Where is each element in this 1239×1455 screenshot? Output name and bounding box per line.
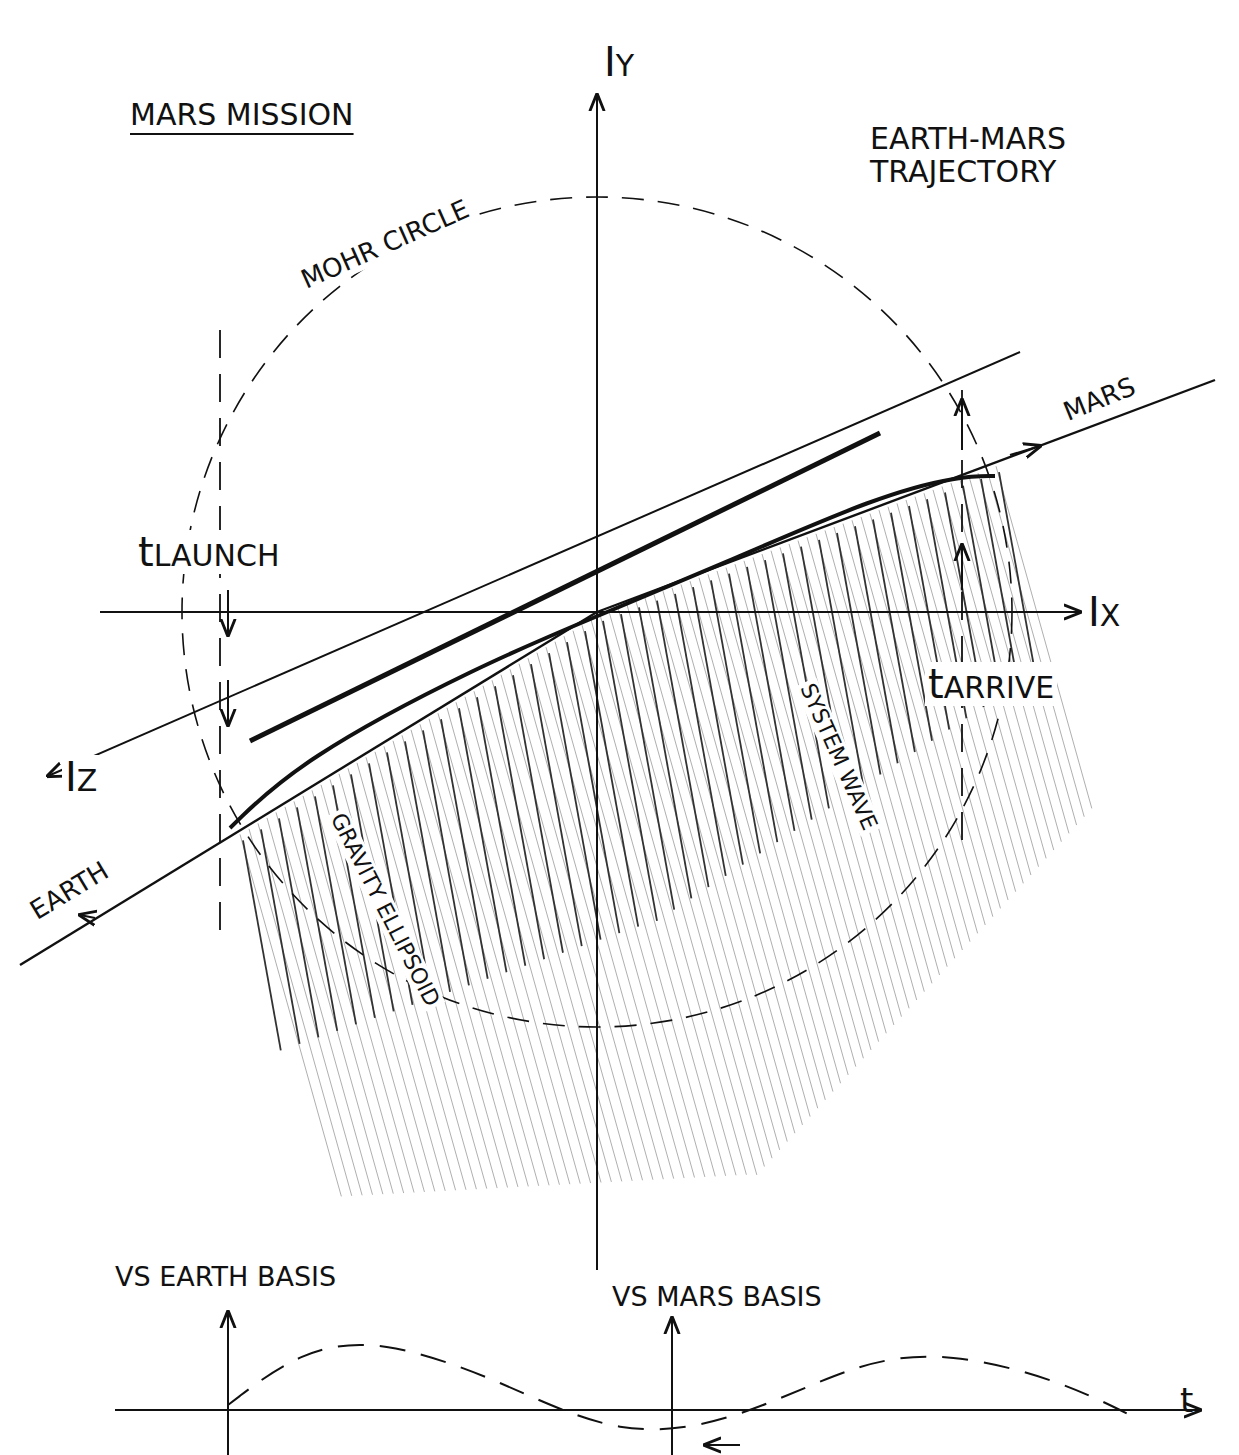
hatching bbox=[240, 466, 1092, 1196]
hatch-line bbox=[582, 625, 736, 1175]
hatch-line bbox=[261, 829, 300, 1044]
time-axis bbox=[115, 1409, 1200, 1411]
hatch-line bbox=[513, 675, 563, 953]
hatch-line bbox=[441, 719, 488, 979]
mars-basis-axis bbox=[671, 1318, 673, 1455]
x-axis bbox=[100, 611, 1080, 613]
hatch-line bbox=[528, 658, 674, 1178]
hatch-line bbox=[762, 554, 894, 1025]
hatch-line bbox=[459, 708, 507, 972]
time-label: tARRIVE bbox=[925, 662, 1057, 706]
hatch-line bbox=[996, 466, 1092, 808]
hatch-line bbox=[969, 476, 1069, 833]
hatch-line bbox=[645, 598, 795, 1133]
basis-wave bbox=[228, 1345, 1140, 1429]
hatch-line bbox=[726, 568, 863, 1059]
wave-arrow bbox=[705, 1444, 740, 1446]
hatch-line bbox=[609, 611, 764, 1166]
hatch-line bbox=[474, 691, 611, 1182]
hatch-line bbox=[729, 574, 777, 843]
hatch-line bbox=[420, 724, 549, 1185]
hatch-line bbox=[531, 664, 582, 946]
transfer-band bbox=[250, 433, 880, 741]
circle-label: MOHR CIRCLE bbox=[294, 193, 476, 295]
axis-title: VS EARTH BASIS bbox=[115, 1262, 336, 1292]
axis-label: t bbox=[1180, 1382, 1193, 1419]
hatch-line bbox=[243, 840, 281, 1050]
axis-label: IY bbox=[604, 40, 634, 84]
hatch-line bbox=[852, 520, 970, 941]
mars-arrow bbox=[1010, 446, 1040, 455]
axis-title: VS MARS BASIS bbox=[612, 1282, 822, 1312]
hatch-line bbox=[855, 526, 898, 763]
launch-arrow bbox=[227, 590, 229, 635]
arrive-line bbox=[961, 390, 963, 840]
hatch-line bbox=[891, 513, 932, 741]
title: MARS MISSION bbox=[130, 98, 354, 131]
hatch-line bbox=[999, 472, 1035, 673]
axis-label: IX bbox=[1088, 590, 1120, 634]
hatch-line bbox=[681, 584, 825, 1099]
hatch-line bbox=[240, 834, 341, 1196]
earth-arrow bbox=[80, 915, 95, 918]
region-label: GRAVITY ELLIPSOID bbox=[324, 807, 445, 1013]
hatch-line bbox=[297, 807, 337, 1031]
hatch-line bbox=[549, 653, 601, 940]
hatch-line bbox=[978, 473, 1077, 825]
hatch-line bbox=[747, 567, 795, 831]
hatch-line bbox=[573, 631, 726, 1176]
hatch-line bbox=[987, 470, 1084, 817]
hatch-line bbox=[798, 541, 924, 992]
hatch-line bbox=[501, 675, 643, 1181]
hatch-line bbox=[693, 587, 743, 865]
trajectory-curve bbox=[230, 476, 995, 828]
time-label: tLAUNCH bbox=[135, 530, 283, 574]
subtitle-label: EARTH-MARS TRAJECTORY bbox=[870, 122, 1140, 188]
launch-arrow bbox=[227, 680, 229, 725]
hatch-line bbox=[447, 708, 580, 1184]
z-axis bbox=[48, 352, 1020, 776]
hatch-line bbox=[492, 680, 632, 1181]
arrive-arrow bbox=[961, 545, 963, 590]
arrive-arrow bbox=[961, 400, 963, 450]
hatch-line bbox=[663, 591, 810, 1116]
hatch-line bbox=[657, 601, 709, 888]
earth-line bbox=[20, 612, 597, 965]
hatch-line bbox=[843, 524, 962, 950]
hatch-line bbox=[711, 580, 760, 853]
hatch-line bbox=[675, 594, 726, 876]
launch-line bbox=[219, 330, 221, 940]
hatch-line bbox=[636, 601, 787, 1141]
earth-basis-axis bbox=[227, 1312, 229, 1455]
hatch-line bbox=[477, 697, 525, 966]
hatch-line bbox=[423, 730, 469, 985]
hatch-line bbox=[618, 608, 772, 1158]
hatch-line bbox=[873, 520, 915, 753]
hatch-line bbox=[249, 829, 352, 1196]
hatch-line bbox=[888, 507, 1000, 909]
hatch-line bbox=[708, 574, 848, 1075]
hatch-line bbox=[483, 686, 622, 1182]
hatch-line bbox=[438, 713, 570, 1184]
hatch-line bbox=[627, 605, 780, 1150]
hatch-line bbox=[585, 631, 638, 927]
hatch-line bbox=[285, 807, 393, 1194]
axis-label: IZ bbox=[62, 755, 100, 799]
hatch-line bbox=[717, 571, 856, 1067]
hatch-line bbox=[771, 551, 901, 1017]
body-label: MARS bbox=[1057, 371, 1143, 428]
hatch-line bbox=[279, 818, 318, 1037]
hatch-line bbox=[591, 620, 746, 1175]
y-axis bbox=[596, 95, 598, 1270]
hatch-line bbox=[546, 647, 694, 1177]
hatch-line bbox=[834, 527, 955, 958]
hatch-line bbox=[510, 669, 653, 1180]
hatch-line bbox=[519, 664, 663, 1179]
region-label: SYSTEM WAVE bbox=[794, 677, 883, 837]
hatch-line bbox=[567, 642, 619, 933]
